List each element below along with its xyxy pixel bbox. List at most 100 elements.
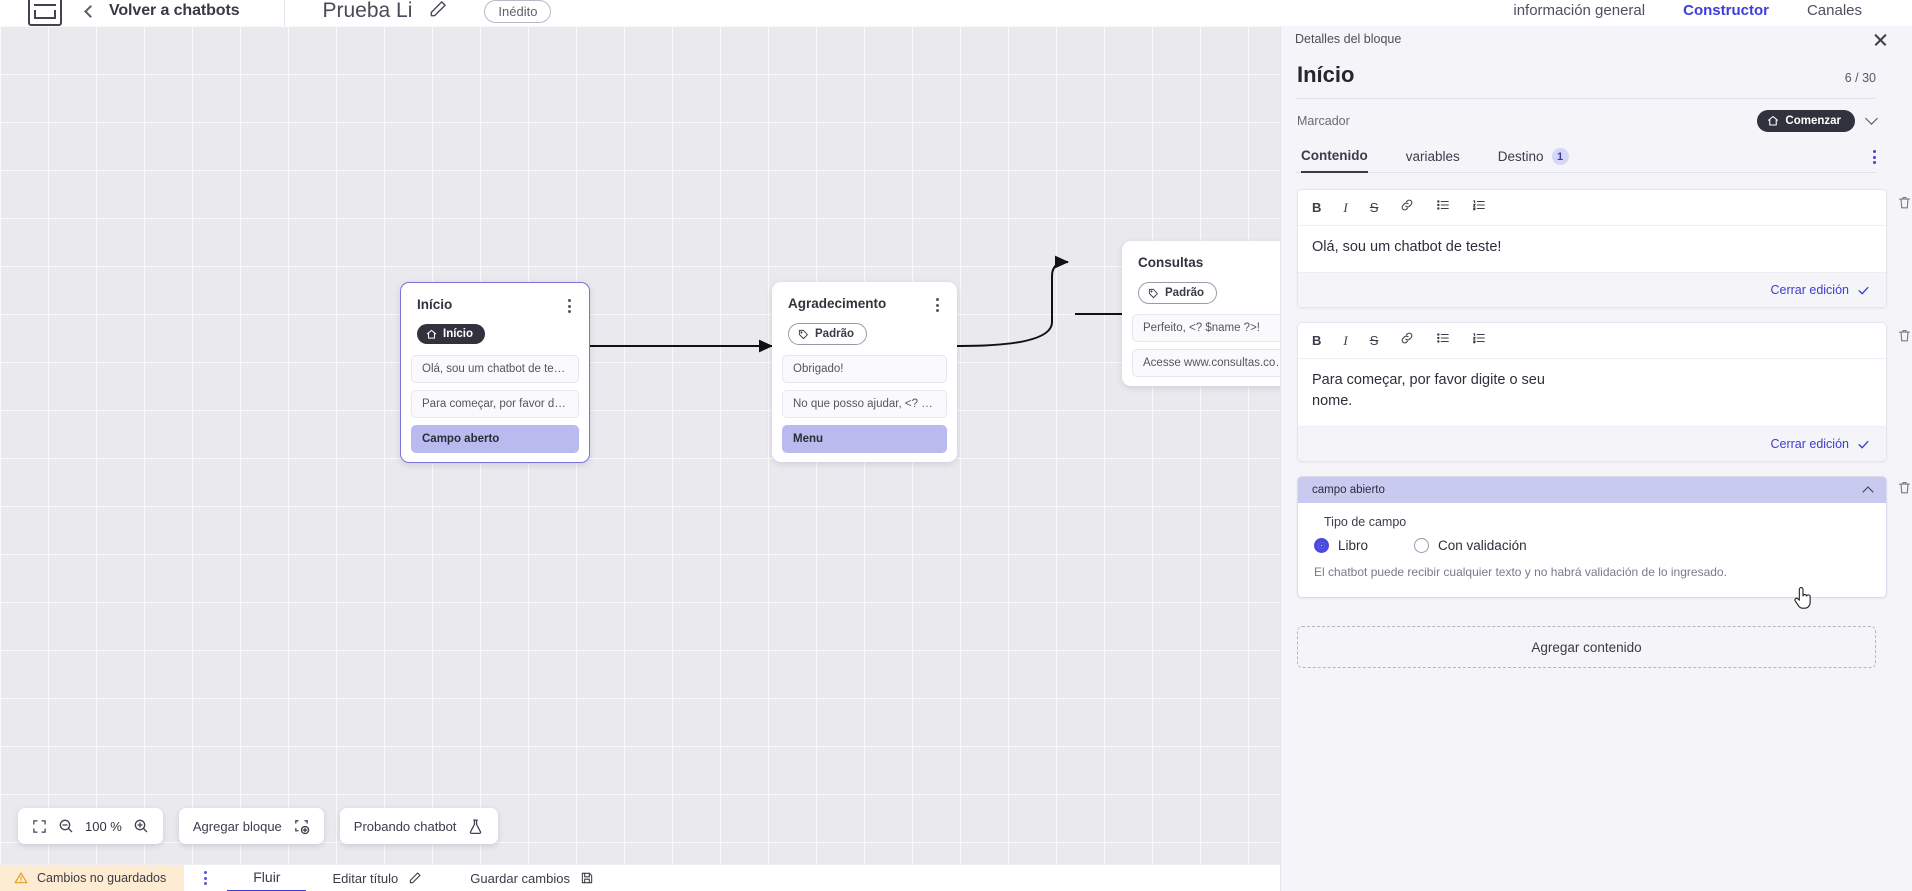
- save-changes-button[interactable]: Guardar cambios: [470, 871, 594, 886]
- home-icon: [426, 329, 437, 339]
- text-content-card: B I S Olá, sou um chatbot de tes: [1297, 189, 1887, 309]
- node-message[interactable]: Perfeito, <? $name ?>!: [1132, 314, 1299, 342]
- italic-button[interactable]: I: [1343, 332, 1348, 348]
- field-help-text: El chatbot puede recibir cualquier texto…: [1314, 565, 1727, 580]
- radio-con-validacion[interactable]: Con validación: [1414, 538, 1527, 554]
- tab-fluir[interactable]: Fluir: [227, 865, 307, 891]
- divider: [1295, 98, 1876, 99]
- strikethrough-button[interactable]: S: [1369, 333, 1379, 349]
- back-to-chatbots-label: Volver a chatbots: [109, 2, 240, 19]
- node-title: Início: [417, 297, 453, 312]
- delete-field-icon[interactable]: [1897, 476, 1912, 500]
- open-field-header[interactable]: campo abierto: [1298, 477, 1886, 504]
- save-changes-label: Guardar cambios: [470, 870, 570, 886]
- panel-tabs: Contenido variables Destino 1: [1295, 143, 1876, 173]
- panel-title: Detalles del bloque: [1295, 32, 1402, 46]
- flow-node-inicio[interactable]: Início Início Olá, sou um chatbot de tes…: [400, 282, 590, 463]
- tag-icon: [1148, 288, 1158, 298]
- marcador-label: Marcador: [1297, 114, 1350, 128]
- add-block-button[interactable]: Agregar bloque: [178, 808, 324, 844]
- node-message[interactable]: No que posso ajudar, <? $name ...: [782, 390, 947, 418]
- block-name: Início: [1297, 62, 1355, 87]
- delete-card-icon[interactable]: [1897, 322, 1912, 348]
- check-icon: [1858, 440, 1869, 448]
- panel-header: Detalles del bloque: [1281, 26, 1912, 52]
- marcador-controls: Comenzar: [1757, 110, 1878, 132]
- bot-title: Prueba Li: [322, 0, 413, 22]
- statusbar-menu-button[interactable]: [204, 871, 208, 885]
- italic-button[interactable]: I: [1343, 199, 1348, 215]
- panel-tabs-menu-button[interactable]: [1873, 150, 1876, 164]
- node-title: Consultas: [1138, 255, 1204, 270]
- marcador-chip[interactable]: Comenzar: [1757, 110, 1855, 132]
- bullet-list-icon[interactable]: [1436, 331, 1450, 350]
- close-icon[interactable]: [1873, 32, 1888, 47]
- add-block-label: Agregar bloque: [192, 818, 282, 834]
- close-edit-button[interactable]: Cerrar edición: [1770, 437, 1870, 451]
- rich-text-toolbar: B I S: [1298, 190, 1886, 226]
- numbered-list-icon[interactable]: [1472, 331, 1486, 350]
- card-footer: Cerrar edición: [1298, 426, 1886, 462]
- card-footer: Cerrar edición: [1298, 272, 1886, 308]
- home-icon: [1768, 115, 1779, 126]
- fit-screen-icon[interactable]: [32, 819, 47, 834]
- open-field-body: Tipo de campo Libro Con validación: [1298, 503, 1886, 598]
- add-content-wrap: Agregar contenido: [1281, 612, 1912, 669]
- node-message-accent[interactable]: Campo aberto: [411, 424, 579, 453]
- open-field-card: campo abierto Tipo de campo Libro: [1297, 476, 1887, 599]
- zoom-level: 100 %: [85, 818, 122, 834]
- chevron-left-icon: [84, 4, 97, 18]
- edit-title-button[interactable]: Editar título: [332, 871, 422, 886]
- edit-title-pencil-icon[interactable]: [428, 0, 448, 24]
- numbered-list-icon[interactable]: [1472, 198, 1486, 217]
- marcador-chip-label: Comenzar: [1785, 115, 1841, 127]
- test-chatbot-button[interactable]: Probando chatbot: [339, 808, 499, 844]
- node-menu-button[interactable]: [564, 297, 575, 315]
- card-text[interactable]: Para começar, por favor digite o seu nom…: [1298, 359, 1568, 427]
- node-message[interactable]: Acesse www.consultas.com par...: [1132, 349, 1299, 377]
- status-badge: Inédito: [484, 0, 552, 23]
- card-text[interactable]: Olá, sou um chatbot de teste!: [1298, 226, 1886, 273]
- node-messages: Olá, sou um chatbot de teste! Para começ…: [401, 354, 589, 453]
- app-logo-icon: [28, 0, 62, 26]
- divider: [1295, 172, 1876, 173]
- tab-canales[interactable]: Canales: [1806, 2, 1862, 19]
- open-field-title: campo abierto: [1312, 484, 1385, 497]
- bold-button[interactable]: B: [1312, 200, 1322, 215]
- node-message-accent[interactable]: Menu: [782, 425, 947, 453]
- delete-card-icon[interactable]: [1897, 189, 1912, 215]
- node-menu-button[interactable]: [932, 296, 943, 314]
- right-tabs: información general Constructor Canales: [1280, 0, 1912, 28]
- tab-constructor[interactable]: Constructor: [1683, 2, 1769, 28]
- tab-informacion-general[interactable]: información general: [1513, 2, 1646, 19]
- flow-node-consultas[interactable]: Consultas Padrão Perfeito, <? $name ?>! …: [1122, 241, 1309, 386]
- back-to-chatbots-button[interactable]: Volver a chatbots: [84, 2, 240, 20]
- tab-destino[interactable]: Destino 1: [1498, 148, 1569, 173]
- check-icon: [1858, 286, 1869, 294]
- chevron-down-icon[interactable]: [1865, 112, 1878, 125]
- zoom-in-icon[interactable]: [133, 818, 149, 834]
- node-message[interactable]: Para começar, por favor digite o ...: [411, 389, 579, 418]
- save-disk-icon: [581, 872, 593, 884]
- text-content-card: B I S Para começar, por favor di: [1297, 322, 1887, 463]
- node-chip-label: Início: [443, 328, 474, 340]
- radio-libro-label: Libro: [1338, 538, 1369, 554]
- add-content-button[interactable]: Agregar contenido: [1297, 626, 1876, 669]
- bold-button[interactable]: B: [1312, 333, 1322, 349]
- radio-libro[interactable]: Libro: [1314, 538, 1369, 554]
- close-edit-button[interactable]: Cerrar edición: [1770, 283, 1870, 297]
- link-icon[interactable]: [1400, 331, 1414, 350]
- node-message[interactable]: Olá, sou um chatbot de teste!: [411, 354, 579, 383]
- node-chip-row: Início: [401, 315, 589, 355]
- node-chip-label: Padrão: [1165, 287, 1204, 299]
- flow-node-agradecimento[interactable]: Agradecimento Padrão Obrigado! No que po…: [772, 282, 957, 462]
- tab-contenido[interactable]: Contenido: [1301, 148, 1368, 173]
- chevron-up-icon[interactable]: [1862, 485, 1874, 498]
- warning-triangle-icon: [14, 872, 28, 884]
- node-message[interactable]: Obrigado!: [782, 355, 947, 383]
- tab-variables[interactable]: variables: [1405, 149, 1460, 164]
- link-icon[interactable]: [1400, 198, 1414, 217]
- zoom-out-icon[interactable]: [58, 818, 74, 834]
- strikethrough-button[interactable]: S: [1369, 200, 1379, 215]
- bullet-list-icon[interactable]: [1436, 198, 1450, 217]
